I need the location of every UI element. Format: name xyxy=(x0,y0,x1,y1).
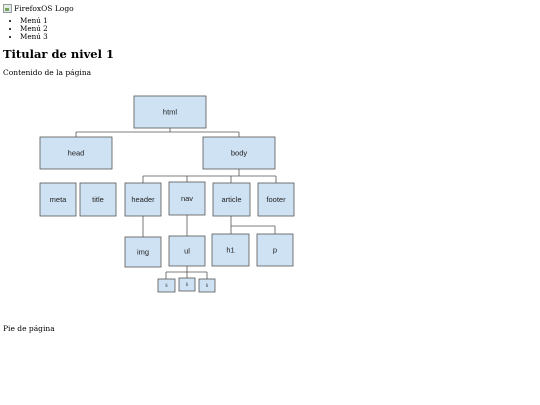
tree-node-h1: h1 xyxy=(211,233,250,267)
broken-image-icon xyxy=(3,4,12,13)
tree-node-label: li xyxy=(166,283,168,288)
tree-node-box xyxy=(133,95,207,129)
page-content: Contenido de la página xyxy=(3,68,92,77)
menu-item-3[interactable]: Menú 3 xyxy=(20,32,48,41)
tree-node-label: ul xyxy=(184,247,190,256)
tree-node-li3: li xyxy=(198,278,216,293)
tree-node-html: html xyxy=(133,95,207,129)
tree-node-body: body xyxy=(202,136,276,170)
tree-node-ul: ul xyxy=(168,235,206,267)
tree-node-img: img xyxy=(124,236,162,268)
logo-alt-text: FirefoxOS Logo xyxy=(14,4,74,13)
tree-node-box xyxy=(211,233,250,267)
tree-node-label: img xyxy=(137,248,149,257)
page-title: Titular de nivel 1 xyxy=(3,47,114,61)
tree-node-box xyxy=(39,136,113,170)
tree-node-box xyxy=(202,136,276,170)
tree-node-label: li xyxy=(206,283,208,288)
tree-node-box xyxy=(124,236,162,268)
tree-node-box xyxy=(257,182,295,217)
tree-node-box xyxy=(168,235,206,267)
tree-node-footer: footer xyxy=(257,182,295,217)
tree-node-box xyxy=(178,277,196,292)
tree-node-label: p xyxy=(273,246,277,255)
tree-node-title: title xyxy=(79,182,117,217)
tree-node-label: title xyxy=(92,195,104,204)
tree-node-nav: nav xyxy=(168,181,206,216)
tree-nodes: html head body meta title header nav article foo… xyxy=(39,95,295,293)
tree-node-label: header xyxy=(131,195,155,204)
tree-node-label: h1 xyxy=(226,246,234,255)
page-footer: Pie de página xyxy=(3,324,55,333)
tree-node-label: head xyxy=(68,149,85,158)
tree-node-box xyxy=(39,182,77,217)
tree-edges xyxy=(75,128,277,279)
tree-node-li2: li xyxy=(178,277,196,292)
menu-item-2[interactable]: Menú 2 xyxy=(20,24,48,33)
logo-image: FirefoxOS Logo xyxy=(3,3,74,14)
menu-list: Menú 1 Menú 2 Menú 3 xyxy=(20,17,48,40)
tree-node-p: p xyxy=(256,233,294,267)
tree-node-article: article xyxy=(212,182,251,217)
tree-node-label: article xyxy=(221,195,241,204)
tree-node-box xyxy=(168,181,206,216)
tree-node-head: head xyxy=(39,136,113,170)
tree-node-label: html xyxy=(163,108,178,117)
tree-node-box xyxy=(79,182,117,217)
main-menu: Menú 1 Menú 2 Menú 3 xyxy=(20,17,48,40)
tree-node-label: meta xyxy=(50,195,68,204)
tree-node-label: body xyxy=(231,149,248,158)
tree-node-box xyxy=(212,182,251,217)
tree-node-box xyxy=(198,278,216,293)
tree-node-label: footer xyxy=(266,195,286,204)
tree-node-meta: meta xyxy=(39,182,77,217)
tree-node-header: header xyxy=(124,182,162,217)
tree-node-label: li xyxy=(186,282,188,287)
tree-node-li1: li xyxy=(157,278,176,293)
tree-node-label: nav xyxy=(181,194,193,203)
tree-node-box xyxy=(157,278,176,293)
tree-node-box xyxy=(124,182,162,217)
menu-item-1[interactable]: Menú 1 xyxy=(20,17,48,25)
tree-node-box xyxy=(256,233,294,267)
